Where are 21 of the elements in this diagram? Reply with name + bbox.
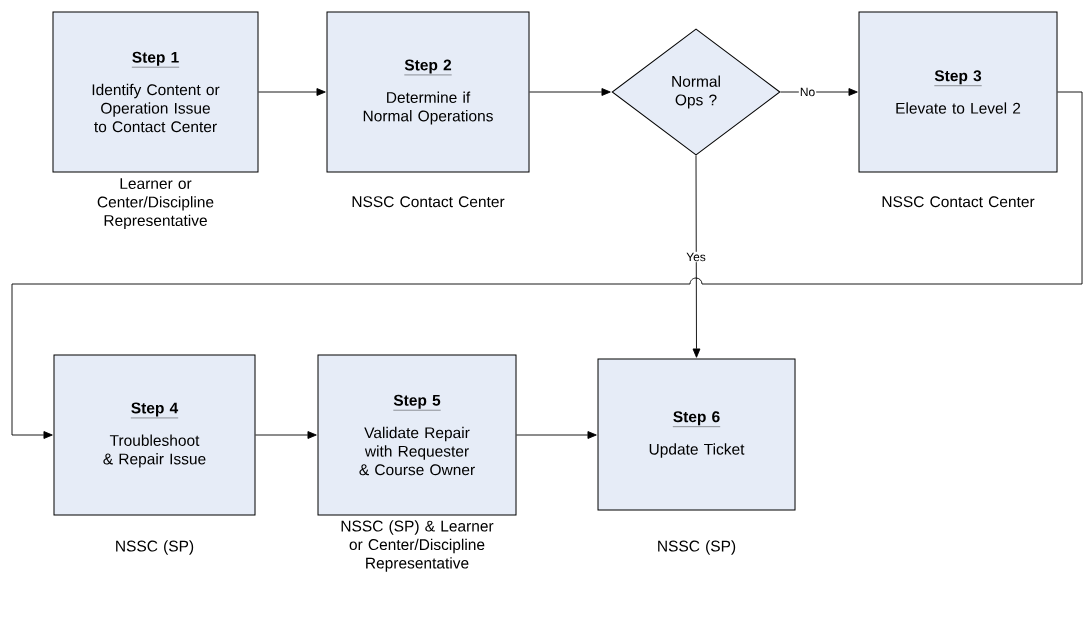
arrow xyxy=(255,431,317,439)
arrow xyxy=(258,88,326,96)
caption-text: NSSC (SP) xyxy=(658,540,736,555)
caption-text: NSSC Contact Center xyxy=(352,196,505,208)
step-box: Step 4 Troubleshoot & Repair Issue xyxy=(53,354,256,516)
edge-label: No xyxy=(798,86,817,98)
arrow xyxy=(516,431,597,439)
caption-text: Learner or Center/Discipline Representative xyxy=(97,178,214,230)
step-box: Step 2 Determine if Normal Operations xyxy=(326,11,530,173)
arrow xyxy=(780,88,858,96)
step-box: Step 1 Identify Content or Operation Issue to Contact Center xyxy=(52,11,259,173)
caption-text: NSSC (SP) xyxy=(116,540,194,555)
arrow xyxy=(11,91,1083,439)
step-box: Step 3 Elevate to Level 2 xyxy=(858,11,1058,173)
caption-text: NSSC Contact Center xyxy=(882,196,1035,208)
step-box: Step 5 Validate Repair with Requester & Course Owner xyxy=(317,354,517,516)
step-box: Step 6 Update Ticket xyxy=(597,358,796,511)
arrow xyxy=(529,88,611,96)
caption-text: NSSC (SP) & Learner or Center/Discipline Representative xyxy=(341,520,494,572)
edge-label: Yes xyxy=(685,251,707,263)
arrow xyxy=(692,155,701,358)
